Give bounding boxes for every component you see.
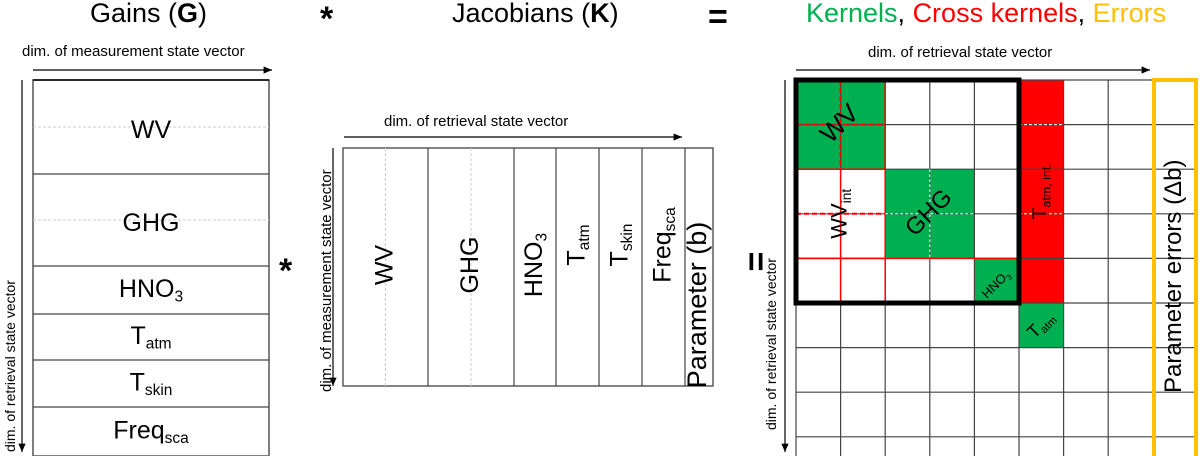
wv-int-cross-kernel-label: WVint [826, 189, 853, 239]
multiply-operator-middle: * [279, 252, 293, 290]
gains-title-close: ) [198, 0, 208, 28]
result-y-axis-label: dim. of retrieval state vector [763, 258, 779, 430]
jacobian-y-axis-label: dim. of measurement state vector [318, 169, 335, 392]
gains-x-axis-label: dim. of measurement state vector [22, 43, 245, 60]
result-title-cross-kernels: Cross kernels [912, 0, 1078, 28]
gains-row-label: Tatm [130, 322, 171, 353]
result-title-sep2: , [1077, 0, 1093, 28]
parameter-errors-label: Parameter errors (Δb) [1160, 160, 1187, 393]
jacobian-column-label: Freqsca [648, 207, 679, 283]
jacobian-column-label: HNO3 [520, 233, 551, 297]
parameter-errors-column [1152, 78, 1198, 456]
jacobian-column-label: Tatm [562, 224, 593, 265]
cross-kernel-block-t-atm-int [1019, 80, 1064, 303]
result-title-kernels: Kernels [806, 0, 898, 28]
kernel-block-t-atm [1019, 303, 1064, 348]
jacobian-column-label: Tskin [605, 224, 636, 267]
gains-row-label: Freqsca [113, 416, 189, 447]
kernel-block-hno3 [974, 258, 1019, 303]
t-atm-int-cross-kernel-label: Tatm, int. [1030, 163, 1054, 219]
gains-row-label: Tskin [130, 368, 173, 399]
gains-y-axis-label: dim. of retrieval state vector [2, 280, 18, 452]
equals-operator-top: = [708, 0, 728, 36]
gains-row-label: WV [131, 116, 172, 144]
gains-title-text: Gains ( [90, 0, 178, 28]
jacobian-x-axis-label: dim. of retrieval state vector [384, 113, 569, 130]
result-title: Kernels, Cross kernels, Errors [806, 0, 1166, 29]
jacobian-matrix-frame [342, 147, 714, 387]
gains-symbol: G [177, 0, 199, 28]
gains-title: Gains (G) [90, 0, 207, 29]
retrieved-quantities-frame [793, 77, 1022, 306]
jacobian-column-label: GHG [456, 237, 484, 294]
jacobians-symbol: K [590, 0, 610, 28]
jacobian-column-label: Parameter (b) [682, 222, 712, 389]
jacobians-title-text: Jacobians ( [452, 0, 591, 28]
result-x-axis-label: dim. of retrieval state vector [868, 44, 1053, 61]
multiply-operator-top: * [320, 0, 334, 38]
gains-row-label: HNO3 [119, 275, 183, 306]
result-title-sep1: , [897, 0, 913, 28]
jacobians-title: Jacobians (K) [452, 0, 619, 29]
jacobian-column-label: WV [370, 245, 398, 286]
gains-row-label: GHG [123, 209, 180, 237]
result-title-errors: Errors [1092, 0, 1167, 28]
jacobians-title-close: ) [609, 0, 619, 28]
